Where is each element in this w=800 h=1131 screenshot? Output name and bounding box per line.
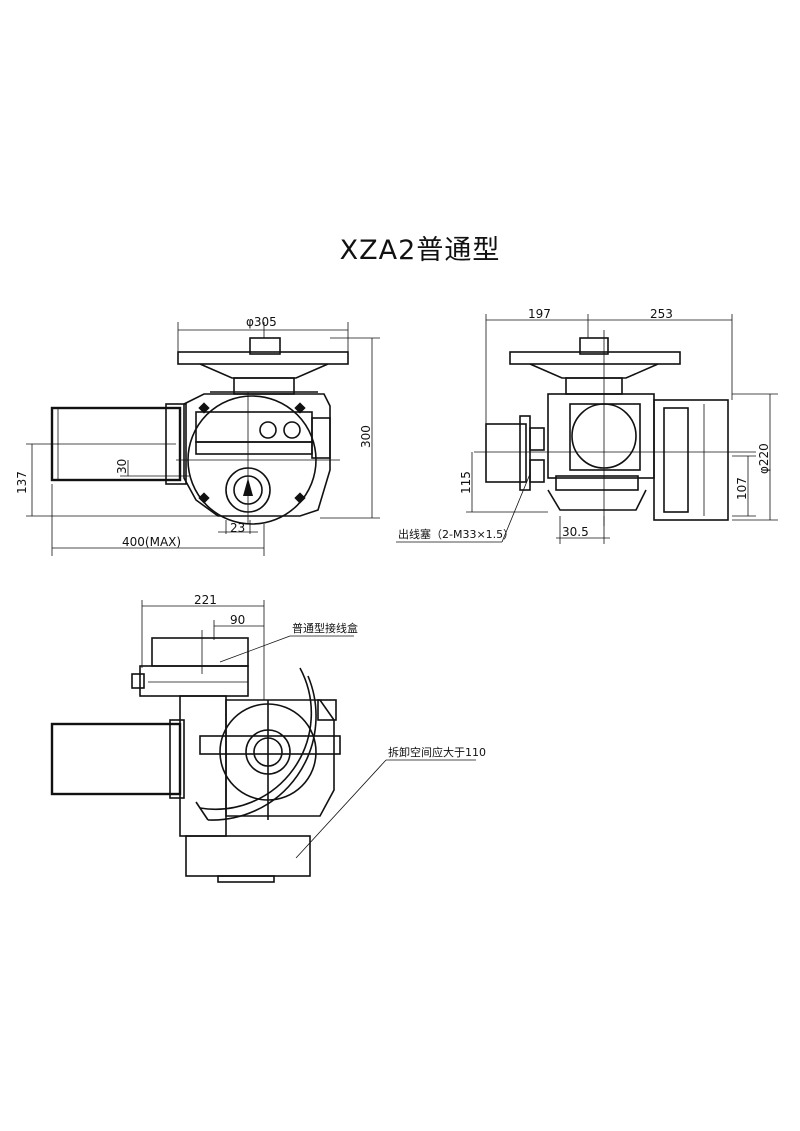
callout-removal-space: 拆卸空间应大于110 <box>388 745 486 759</box>
callout-cable-gland: 出线塞（2-M33×1.5） <box>398 527 514 541</box>
dim-side-left-lower: 115 <box>459 471 473 494</box>
dim-handwheel-dia: φ305 <box>246 315 277 329</box>
drawing-title: XZA2普通型 <box>339 235 501 266</box>
dim-offset: 23 <box>230 521 245 535</box>
dim-side-right-lower: 107 <box>735 477 749 500</box>
dim-side-left: 197 <box>528 307 551 321</box>
side-handwheel <box>509 337 681 395</box>
top-dimensions: 221 90 普通型接线盒 拆卸空间应大于110 <box>141 593 486 859</box>
callout-terminal-box: 普通型接线盒 <box>292 621 358 635</box>
handwheel <box>177 322 349 395</box>
side-dimensions: 197 253 φ220 107 115 30.5 出线塞（2-M33×1.5） <box>396 307 778 544</box>
top-body <box>179 667 341 883</box>
dim-side-dia: φ220 <box>757 443 771 474</box>
dim-top-inner: 90 <box>230 613 245 627</box>
dim-left-height: 137 <box>15 471 29 494</box>
dim-top-width: 221 <box>194 593 217 607</box>
dim-side-right: 253 <box>650 307 673 321</box>
dim-height: 300 <box>359 425 373 448</box>
dim-side-bottom: 30.5 <box>562 525 589 539</box>
top-view: 221 90 普通型接线盒 拆卸空间应大于110 <box>50 593 486 883</box>
top-motor <box>50 719 185 799</box>
terminal-box <box>131 630 249 697</box>
front-view: φ305 300 137 30 23 400(MAX) <box>15 315 380 556</box>
side-view: 197 253 φ220 107 115 30.5 出线塞（2-M33×1.5） <box>396 307 778 544</box>
actuator-body <box>176 392 340 525</box>
front-dimensions: φ305 300 137 30 23 400(MAX) <box>15 315 380 556</box>
dim-inner: 30 <box>115 459 129 474</box>
dim-length: 400(MAX) <box>122 535 181 549</box>
side-body <box>474 330 756 526</box>
